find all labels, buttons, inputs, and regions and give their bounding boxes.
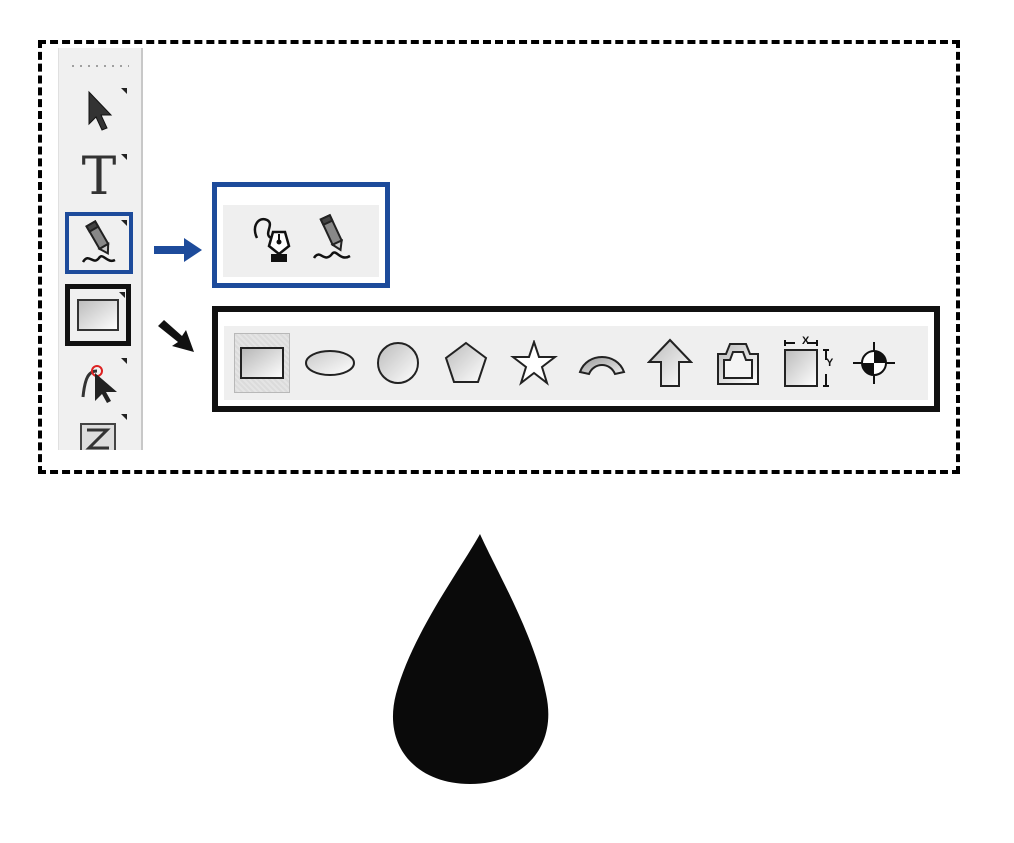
zoom-tool-button[interactable] — [67, 412, 131, 450]
pencil-tool-button[interactable] — [310, 212, 354, 271]
rectangle-icon — [77, 299, 119, 331]
pencil-icon — [312, 213, 351, 259]
rectangle-tool-button[interactable] — [65, 284, 131, 346]
pentagon-icon — [444, 341, 488, 383]
pen-tool-button[interactable] — [249, 212, 299, 271]
teardrop-icon — [392, 534, 549, 784]
flyout-indicator-icon — [121, 88, 127, 94]
toolbar-grip[interactable] — [69, 64, 129, 68]
arrow-shape-tool-button[interactable] — [642, 333, 698, 393]
dashed-frame — [38, 40, 960, 474]
text-t-icon: T — [81, 147, 117, 207]
frame-icon — [717, 343, 759, 385]
dimension-tool-button[interactable]: X Y — [778, 333, 834, 393]
zoom-icon — [80, 423, 116, 450]
flyout-indicator-icon — [121, 154, 127, 160]
pointer-arrow-blue-icon — [154, 238, 202, 262]
flyout-indicator-icon — [121, 220, 127, 226]
pen-tools-flyout — [212, 182, 390, 288]
arrow-pointer-icon — [88, 90, 113, 131]
flyout-indicator-icon — [119, 292, 125, 298]
crosshair-icon — [853, 342, 895, 384]
flyout-indicator-icon — [121, 358, 127, 364]
circle-tool-button[interactable] — [370, 333, 426, 393]
flyout-indicator-icon — [121, 414, 127, 420]
dimension-icon — [784, 340, 829, 387]
frame-tool-button[interactable] — [710, 333, 766, 393]
arc-tool-button[interactable] — [574, 333, 630, 393]
pencil-icon — [81, 220, 116, 263]
circle-icon — [377, 342, 419, 384]
node-edit-tool-button[interactable] — [67, 352, 131, 410]
crosshair-tool-button[interactable] — [846, 333, 902, 393]
rectangle-tool-button[interactable] — [234, 333, 290, 393]
node-edit-icon — [81, 365, 117, 403]
dimension-x-label: X — [802, 335, 810, 347]
arc-icon — [578, 356, 626, 376]
polygon-tool-button[interactable] — [438, 333, 494, 393]
pen-nib-icon — [253, 217, 290, 262]
text-tool-button[interactable]: T — [67, 148, 131, 206]
dimension-y-label: Y — [826, 357, 834, 369]
pointer-arrow-black-icon — [158, 320, 194, 352]
pencil-tool-button[interactable] — [65, 212, 133, 274]
shape-tools-flyout: X Y — [212, 306, 940, 412]
select-tool-button[interactable] — [67, 82, 131, 140]
arrow-up-icon — [647, 338, 693, 387]
rectangle-icon — [240, 347, 284, 379]
star-tool-button[interactable] — [506, 333, 562, 393]
ellipse-tool-button[interactable] — [302, 333, 358, 393]
vertical-toolbar: T — [58, 48, 143, 450]
ellipse-icon — [305, 350, 355, 376]
star-icon — [510, 340, 558, 386]
